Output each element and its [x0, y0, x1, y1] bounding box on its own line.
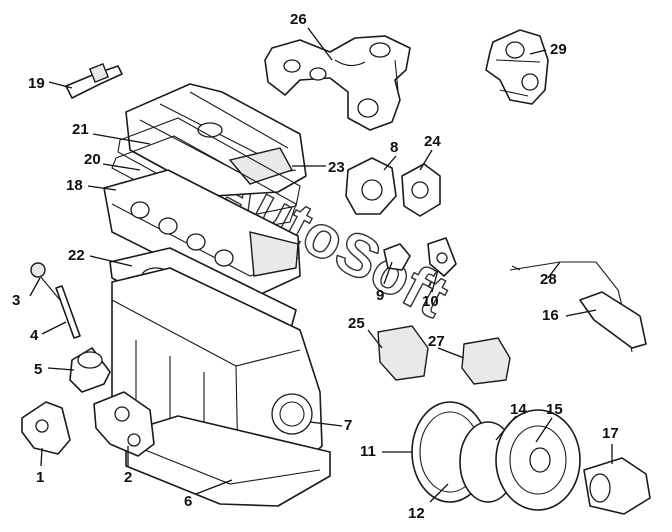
callout-19: 19	[28, 75, 45, 92]
callout-7: 7	[344, 417, 352, 434]
callout-17: 17	[602, 425, 619, 442]
callout-26: 26	[290, 11, 307, 28]
part-oil-pan	[125, 415, 331, 507]
part-engine-mount-left	[21, 401, 71, 455]
callout-11: 11	[360, 443, 376, 460]
callout-labels: 19 21 20 18 22 23 3 4 5 1 2 6 7 26 29 8 …	[12, 11, 619, 522]
part-oil-filter	[69, 347, 111, 393]
callout-28: 28	[540, 271, 557, 288]
part-cylinder-head	[103, 169, 301, 301]
callout-23: 23	[328, 159, 345, 176]
part-small-sensors	[383, 237, 457, 277]
callout-10: 10	[422, 293, 439, 310]
callout-18: 18	[66, 177, 83, 194]
part-intake-manifold	[264, 35, 411, 131]
part-bracket	[93, 391, 155, 457]
leader-lines	[29, 27, 613, 503]
part-thermostat-housing	[345, 157, 441, 217]
part-throttle-body	[485, 29, 549, 105]
callout-6: 6	[184, 493, 192, 510]
part-dipstick	[30, 262, 81, 339]
part-cover-gaskets	[111, 117, 301, 233]
callout-22: 21	[72, 121, 89, 138]
callout-12: 12	[408, 505, 425, 522]
callout-2: 2	[124, 469, 132, 486]
callout-25: 25	[348, 315, 365, 332]
callout-5: 5	[34, 361, 42, 378]
callout-8: 8	[390, 139, 398, 156]
callout-4: 4	[30, 327, 39, 344]
callout-24: 24	[424, 133, 441, 150]
callout-27: 27	[428, 333, 445, 350]
part-rocker-cover	[125, 83, 307, 197]
callout-21: 20	[84, 151, 101, 168]
part-mount-bracket	[579, 291, 647, 349]
callout-1: 1	[36, 469, 44, 486]
part-clutch	[495, 409, 581, 511]
callout-15: 15	[546, 401, 563, 418]
callout-29: 29	[550, 41, 567, 58]
part-starter-motor	[583, 457, 651, 515]
callout-20: 22	[68, 247, 85, 264]
callout-9: 9	[376, 287, 384, 304]
callout-14: 14	[510, 401, 527, 418]
callout-16: 16	[542, 307, 559, 324]
part-sensor	[65, 62, 123, 99]
callout-3: 3	[12, 292, 20, 309]
part-engine-mounts-rubber	[377, 325, 511, 385]
